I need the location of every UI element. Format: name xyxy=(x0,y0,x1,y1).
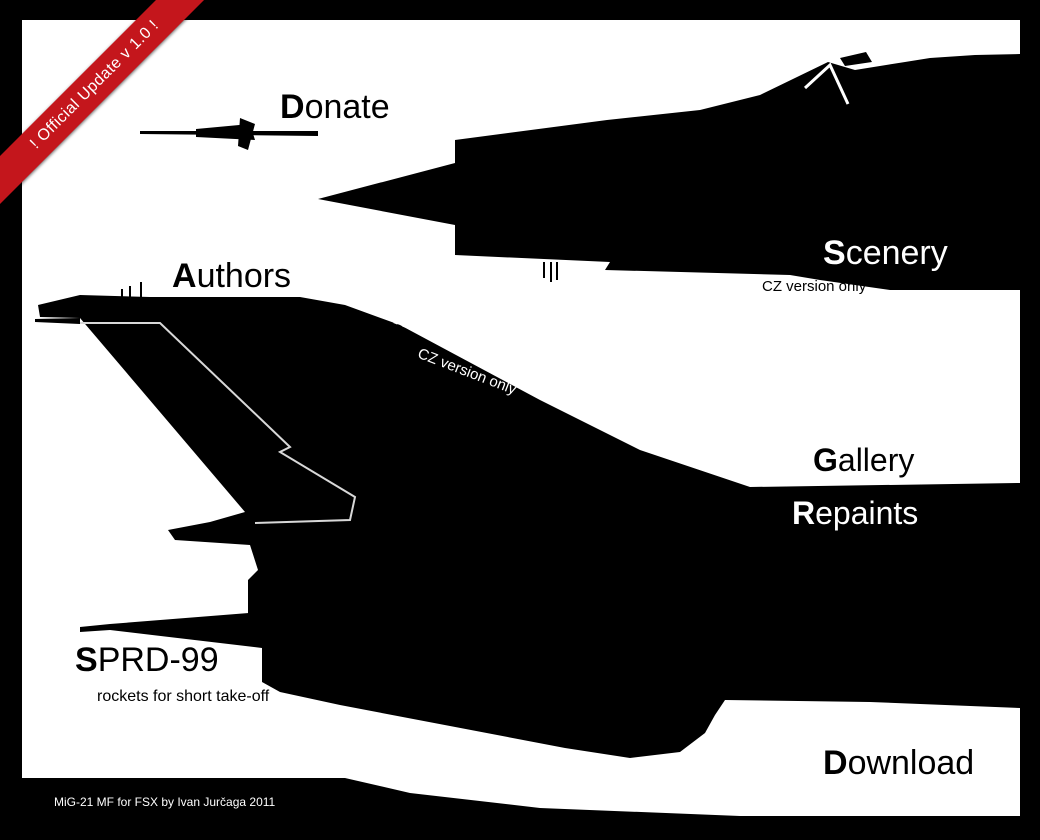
footer-credit: MiG-21 MF for FSX by Ivan Jurčaga 2011 xyxy=(54,795,276,809)
authors-rest: uthors xyxy=(196,257,292,295)
donate-initial: D xyxy=(280,88,305,126)
menu-link-sprd-99[interactable]: SPRD-99 xyxy=(75,643,219,677)
scenery-note: CZ version only xyxy=(762,278,867,295)
menu-link-download[interactable]: Download xyxy=(823,746,974,780)
repaints-initial: R xyxy=(792,495,816,531)
gallery-initial: G xyxy=(813,442,838,478)
frame-bottom-edge xyxy=(0,778,1020,840)
menu-link-authors[interactable]: Authors xyxy=(172,259,291,293)
sprd-note: rockets for short take-off xyxy=(97,688,270,705)
menu-link-gallery[interactable]: Gallery xyxy=(813,444,914,476)
lower-aircraft-silhouette xyxy=(35,282,1020,758)
repaints-rest: epaints xyxy=(815,495,919,531)
authors-initial: A xyxy=(172,257,197,295)
donate-rest: onate xyxy=(304,88,390,126)
download-initial: D xyxy=(823,744,848,782)
menu-link-donate[interactable]: Donate xyxy=(280,90,390,124)
menu-link-repaints[interactable]: Repaints xyxy=(792,497,918,529)
sprd-initial: S xyxy=(75,641,98,679)
scenery-initial: S xyxy=(823,234,846,272)
upper-aircraft-silhouette xyxy=(140,52,1020,290)
menu-link-scenery[interactable]: Scenery xyxy=(823,236,948,270)
download-rest: ownload xyxy=(847,744,975,782)
sprd-rest: PRD-99 xyxy=(97,641,219,679)
gallery-rest: allery xyxy=(837,442,915,478)
scenery-rest: cenery xyxy=(845,234,948,272)
